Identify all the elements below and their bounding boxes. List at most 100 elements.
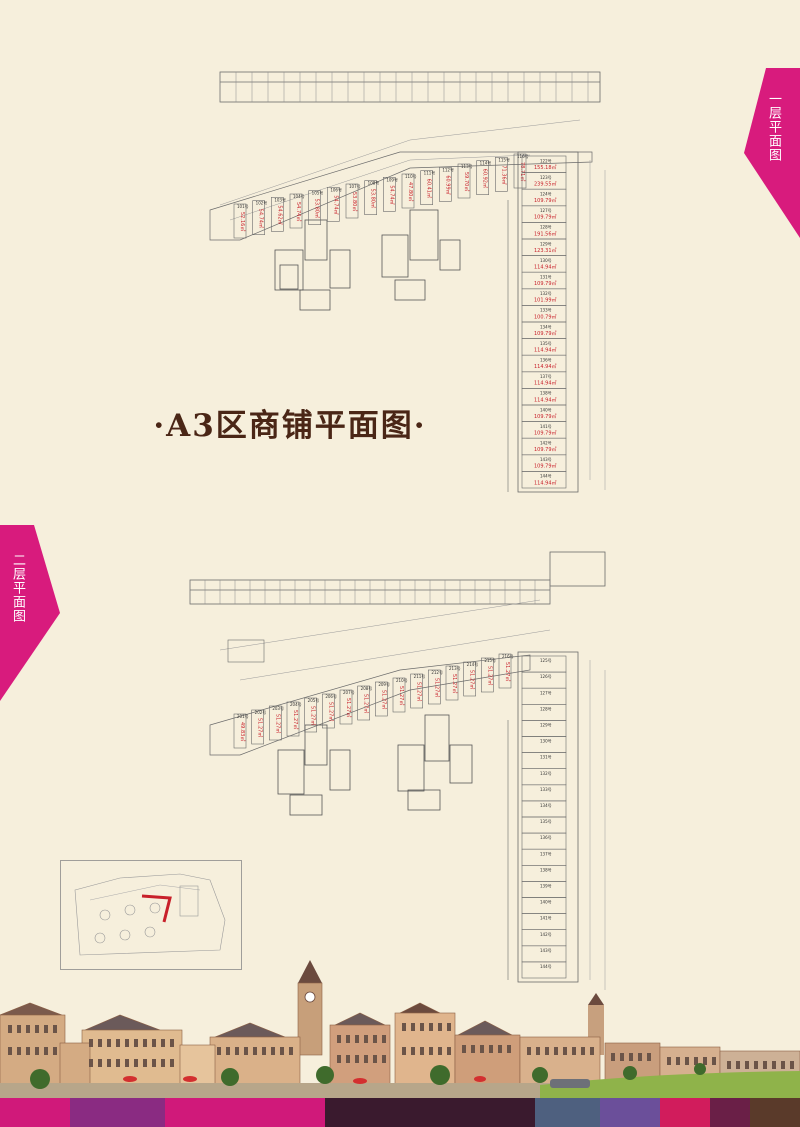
unit-cell: 140号 bbox=[521, 897, 567, 914]
window bbox=[611, 1053, 615, 1061]
unit-cell: 139号 bbox=[521, 881, 567, 898]
unit-cell: 127号 bbox=[521, 687, 567, 705]
window bbox=[364, 1035, 368, 1043]
unit-number: 127号 bbox=[540, 689, 552, 695]
unit-number: 142号 bbox=[540, 440, 552, 446]
unit-area: 54.74㎡ bbox=[332, 195, 339, 214]
unit-cell: 136号 bbox=[521, 832, 567, 850]
unit-cell: 142号 bbox=[521, 929, 567, 947]
unit-area: 49.83㎡ bbox=[239, 722, 246, 741]
window bbox=[736, 1061, 740, 1069]
floor1-tab-shape bbox=[744, 68, 800, 238]
unit-area: 114.94㎡ bbox=[534, 396, 557, 403]
unit-number: 115号 bbox=[498, 156, 510, 162]
window bbox=[355, 1035, 359, 1043]
unit-outline bbox=[286, 701, 300, 737]
window bbox=[554, 1047, 558, 1055]
window bbox=[152, 1059, 156, 1067]
unit-number: 134号 bbox=[540, 802, 552, 808]
floor2-core-blocks bbox=[277, 714, 473, 816]
unit-area: 109.79㎡ bbox=[534, 446, 557, 453]
unit-cell: 144号 bbox=[521, 961, 567, 979]
window bbox=[373, 1055, 377, 1063]
window bbox=[581, 1047, 585, 1055]
window bbox=[346, 1035, 350, 1043]
floor1-tab: 一层平面图 bbox=[744, 68, 800, 238]
unit-number: 141号 bbox=[540, 423, 552, 429]
site-key-map bbox=[60, 860, 242, 970]
unit-outline bbox=[289, 193, 303, 229]
window bbox=[638, 1053, 642, 1061]
unit-area: 54.74㎡ bbox=[295, 202, 302, 221]
window bbox=[8, 1025, 12, 1033]
window bbox=[125, 1059, 129, 1067]
unit-area: 51.27㎡ bbox=[345, 698, 352, 717]
window bbox=[35, 1047, 39, 1055]
window bbox=[355, 1055, 359, 1063]
unit-area: 51.27㎡ bbox=[292, 710, 299, 729]
unit-area: 60.92㎡ bbox=[482, 169, 489, 188]
window bbox=[790, 1061, 794, 1069]
unit-cell: 126号 bbox=[521, 671, 567, 689]
window bbox=[411, 1047, 415, 1055]
unit-area: 114.94㎡ bbox=[534, 363, 557, 370]
unit-outline bbox=[364, 180, 377, 215]
unit-outline bbox=[252, 200, 265, 235]
window bbox=[420, 1047, 424, 1055]
unit-area: 54.74㎡ bbox=[388, 185, 395, 204]
window bbox=[429, 1047, 433, 1055]
unit-area: 51.27㎡ bbox=[327, 702, 334, 721]
color-bar-segment bbox=[535, 1098, 600, 1127]
unit-number: 212号 bbox=[431, 669, 443, 675]
window bbox=[462, 1045, 466, 1053]
unit-cell: 130号 bbox=[521, 736, 567, 753]
color-bar-segment bbox=[710, 1098, 750, 1127]
unit-area: 109.79㎡ bbox=[534, 430, 557, 437]
unit-number: 129号 bbox=[540, 240, 552, 246]
unit-cell: 132号 bbox=[521, 768, 567, 786]
unit-number: 140号 bbox=[540, 406, 552, 412]
window bbox=[26, 1025, 30, 1033]
window bbox=[647, 1053, 651, 1061]
unit-cell: 125号 bbox=[521, 655, 567, 673]
unit-number: 201号 bbox=[237, 713, 249, 719]
color-bar-segment bbox=[750, 1098, 800, 1127]
unit-outline bbox=[481, 657, 494, 693]
unit-area: 78.71㎡ bbox=[519, 162, 526, 181]
floor1-vertical-units: 122号155.18㎡123号239.55㎡124号109.79㎡127号109… bbox=[521, 155, 567, 489]
window bbox=[382, 1055, 386, 1063]
window bbox=[116, 1059, 120, 1067]
unit-outline bbox=[439, 167, 452, 202]
window bbox=[98, 1059, 102, 1067]
floor1-tab-label: 一层平面图 bbox=[766, 92, 781, 162]
unit-outline bbox=[463, 661, 476, 697]
unit-number: 137号 bbox=[540, 850, 552, 856]
floor2-vertical-wing bbox=[517, 651, 579, 983]
window bbox=[170, 1059, 174, 1067]
unit-cell: 141号 bbox=[521, 913, 567, 931]
unit-number: 202号 bbox=[255, 709, 267, 715]
window bbox=[563, 1047, 567, 1055]
unit-number: 208号 bbox=[361, 685, 373, 691]
window bbox=[134, 1059, 138, 1067]
unit-number: 139号 bbox=[540, 883, 552, 889]
window bbox=[685, 1057, 689, 1065]
unit-number: 137号 bbox=[540, 373, 552, 379]
window bbox=[480, 1045, 484, 1053]
color-bar-segment bbox=[325, 1098, 535, 1127]
color-bar-segment bbox=[70, 1098, 165, 1127]
